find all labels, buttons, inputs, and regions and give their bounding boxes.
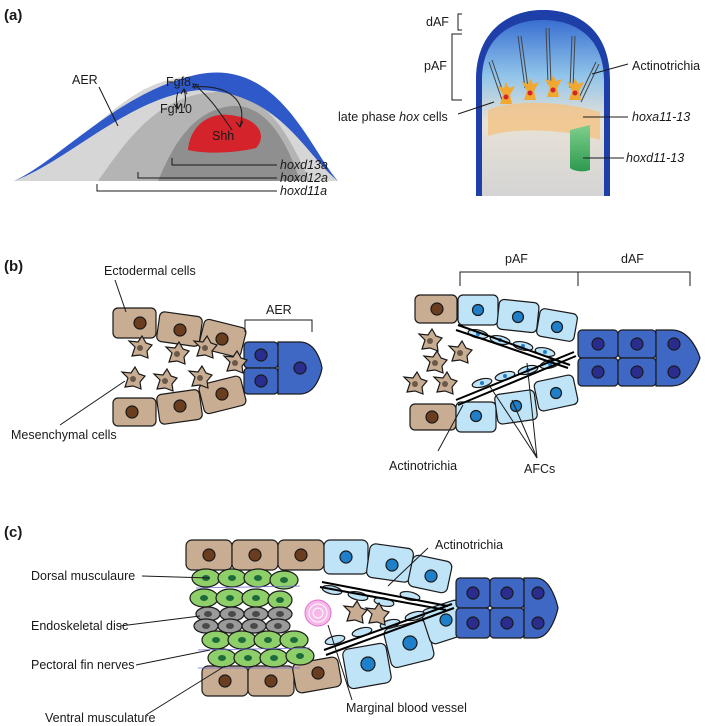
- aer-bracket-b: [244, 319, 313, 332]
- blood-vessel-label: Marginal blood vessel: [346, 701, 467, 715]
- late-phase-hox-cells: [498, 75, 584, 104]
- aer-label-b: AER: [266, 303, 292, 317]
- fin-bud-diagram: [14, 72, 338, 181]
- fin-nerves-label: Pectoral fin nerves: [31, 658, 135, 672]
- actinotrichia-c: [319, 581, 455, 656]
- mesenchymal-label-b: Mesenchymal cells: [11, 428, 117, 442]
- actinotrichia-b: [455, 324, 577, 406]
- aer-schematic: [112, 307, 323, 427]
- hoxd-label: hoxd11-13: [626, 151, 684, 165]
- aer-leader: [98, 86, 119, 127]
- fgf10-label: Fgf10: [160, 102, 192, 116]
- distal-cells-c: [455, 577, 559, 639]
- shh-domain: [188, 114, 261, 153]
- dorsal-muscle-cells: [189, 568, 299, 610]
- paf-bracket-b: [459, 271, 579, 286]
- panel-a-label: (a): [4, 7, 22, 24]
- daf-label-b: dAF: [621, 252, 644, 266]
- afc-cells-c: [323, 539, 469, 690]
- paf-label-b: pAF: [505, 252, 528, 266]
- daf-label-a: dAF: [426, 15, 449, 29]
- hoxd12a-label: hoxd12a: [280, 171, 328, 185]
- afc-cells-bottom: [455, 374, 579, 433]
- aer-label-a: AER: [72, 73, 98, 87]
- daf-bracket-b: [577, 271, 691, 286]
- ectodermal-label: Ectodermal cells: [104, 264, 196, 278]
- fin-cross-section-c: [185, 539, 559, 697]
- actinotrichia-label-c: Actinotrichia: [435, 538, 503, 552]
- fin-fold-schematic-b: [402, 294, 701, 433]
- paf-label-a: pAF: [424, 59, 447, 73]
- dorsal-muscle-label: Dorsal musculaure: [31, 569, 135, 583]
- ectodermal-cell-row-bottom: [112, 375, 247, 427]
- marginal-blood-vessel: [304, 599, 332, 627]
- late-phase-label: late phase hox cells: [338, 110, 448, 124]
- hoxd13a-label: hoxd13a: [280, 158, 328, 172]
- endoskeletal-disc-label: Endoskeletal disc: [31, 619, 128, 633]
- fgf8-label: Fgf8: [166, 75, 191, 89]
- hoxd-domain: [570, 125, 590, 172]
- fin-fold-diagram: [476, 10, 610, 196]
- mesenchymal-cells-c: [342, 599, 391, 626]
- hoxa-label: hoxa11-13: [632, 110, 690, 124]
- hoxd11a-label: hoxd11a: [280, 184, 327, 198]
- ectodermal-cell-row-top: [112, 307, 247, 358]
- panel-c-label: (c): [4, 524, 22, 541]
- hox-brackets: [96, 158, 277, 192]
- afc-cells-top: [457, 294, 578, 342]
- af-brackets: [451, 13, 629, 159]
- fin-nerves: [195, 585, 311, 669]
- afcs-label: AFCs: [524, 462, 555, 476]
- shh-label: Shh: [212, 129, 234, 143]
- endoskeletal-disc-cells: [193, 606, 293, 634]
- panel-b-label: (b): [4, 258, 23, 275]
- ventral-muscle-label: Ventral musculature: [45, 711, 156, 725]
- aer-cells: [243, 341, 323, 395]
- actinotrichia-label-b: Actinotrichia: [389, 459, 457, 473]
- aer-ridge: [14, 72, 338, 181]
- distal-cells-b: [577, 329, 701, 387]
- actinotrichia-label-a: Actinotrichia: [632, 59, 700, 73]
